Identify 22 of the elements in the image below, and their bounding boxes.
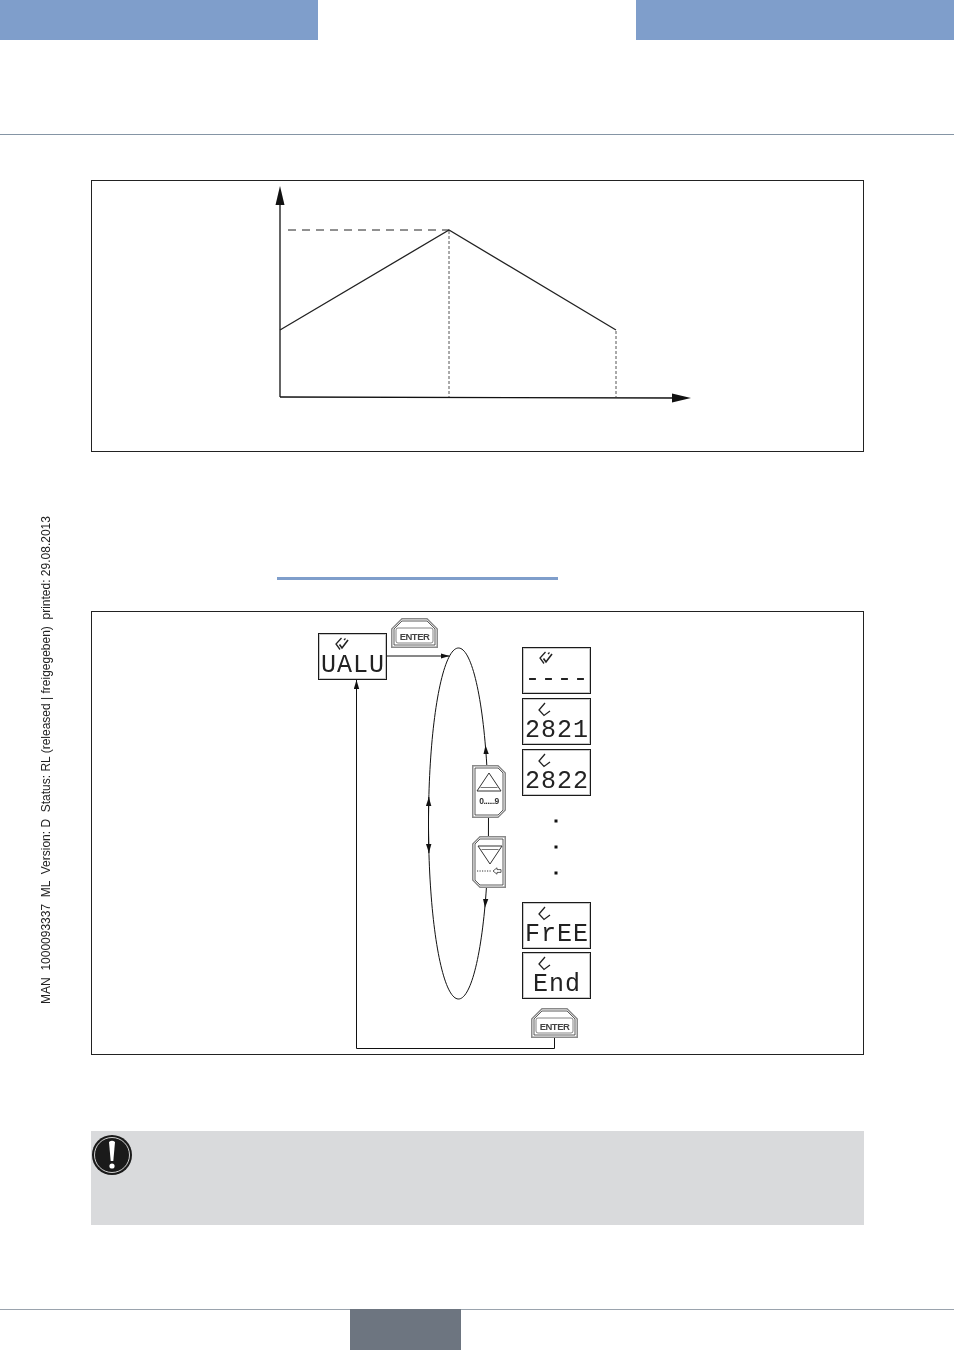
lcd-readout: UALU xyxy=(320,653,386,678)
enter-key: ENTER xyxy=(531,1008,578,1038)
lcd-readout: End xyxy=(532,972,582,997)
connector-arrow xyxy=(353,679,555,1049)
lcd-readout: ---- xyxy=(524,667,590,692)
lcd-readout: FrEE xyxy=(524,922,590,947)
enter-key: ENTER xyxy=(391,618,438,648)
connector-arrow xyxy=(386,653,451,659)
down-key xyxy=(472,836,506,888)
lcd-display xyxy=(318,633,387,680)
curved-arrow xyxy=(426,647,489,854)
connector-line xyxy=(487,817,489,837)
lcd-display xyxy=(522,952,591,999)
lcd-display xyxy=(522,902,591,949)
document-info: MAN 1000093337 ML Version: D Status: RL (released | freigegeben) printed: 29.08.2013 xyxy=(39,516,53,1004)
lcd-readout: 2822 xyxy=(524,769,590,794)
lcd-display xyxy=(522,647,591,694)
lcd-display xyxy=(522,749,591,796)
lcd-readout: 2821 xyxy=(524,718,590,743)
lcd-display xyxy=(522,698,591,745)
up-key: 0......9 xyxy=(472,765,506,818)
curved-arrow xyxy=(425,796,489,1000)
